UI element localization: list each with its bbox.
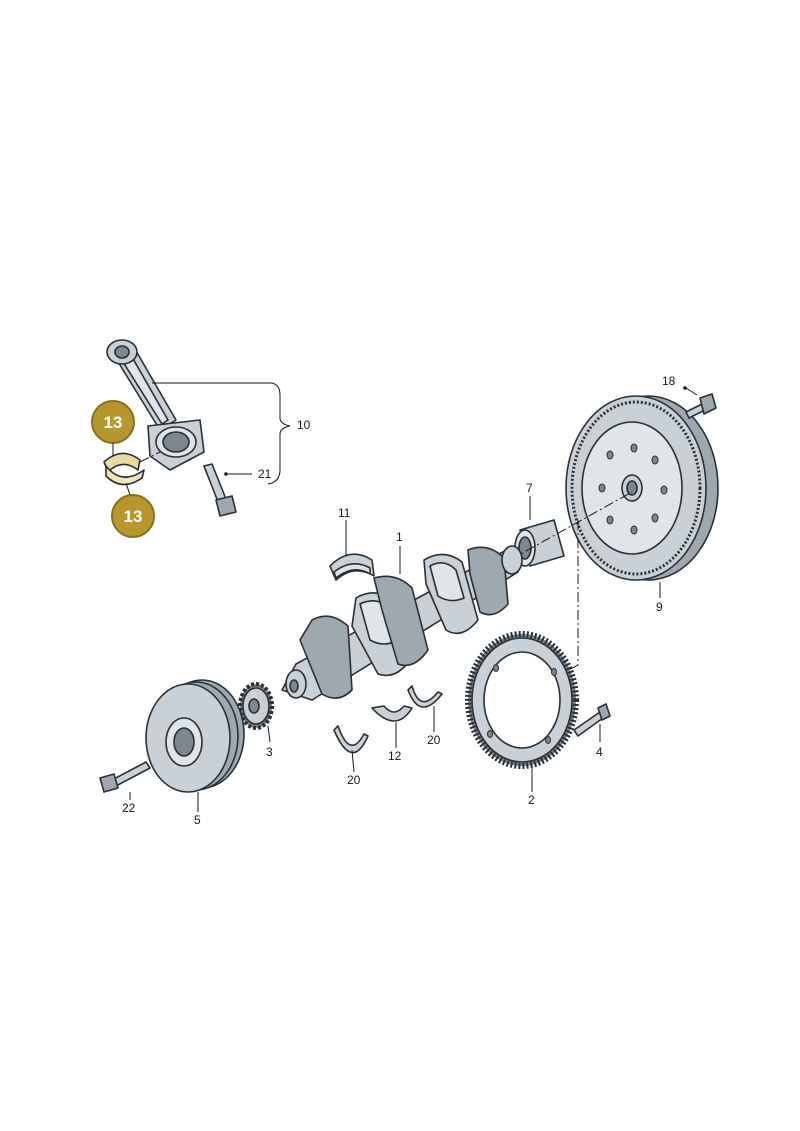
- rod-axis-line: [139, 451, 161, 463]
- callout-11: 11: [338, 506, 351, 520]
- callout-9: 9: [656, 600, 663, 614]
- connecting-rod-bolt[interactable]: [203, 463, 237, 517]
- callout-22: 22: [122, 801, 136, 815]
- crank-axis-line: [509, 491, 633, 561]
- leader-3: [267, 725, 271, 743]
- leader-13-bottom: [125, 482, 131, 496]
- callout-3: 3: [266, 745, 273, 759]
- callout-18: 18: [662, 374, 676, 388]
- dot-21: [224, 472, 228, 476]
- main-bearing-upper[interactable]: [329, 553, 375, 581]
- connecting-rod[interactable]: [106, 339, 205, 471]
- flywheel[interactable]: [565, 395, 719, 581]
- crank-pulley[interactable]: [145, 679, 245, 793]
- highlighted-bearing-shells[interactable]: [103, 452, 145, 486]
- callout-21: 21: [258, 467, 272, 481]
- pulley-bolt[interactable]: [99, 761, 151, 793]
- drive-plate-bolt[interactable]: [573, 703, 611, 737]
- callout-2: 2: [528, 793, 535, 807]
- badge-13-top[interactable]: 13: [91, 400, 135, 444]
- dot-18: [683, 386, 687, 390]
- callout-20a: 20: [347, 773, 361, 787]
- badge-13-bottom[interactable]: 13: [111, 494, 155, 538]
- leader-18: [685, 387, 698, 396]
- callout-20b: 20: [427, 733, 441, 747]
- flywheel-bolt[interactable]: [685, 393, 717, 419]
- callout-4: 4: [596, 745, 603, 759]
- callout-10: 10: [297, 418, 311, 432]
- leader-20a: [351, 749, 355, 773]
- badge-13-top-label: 13: [104, 413, 123, 432]
- drive-plate[interactable]: [465, 631, 579, 769]
- callout-5: 5: [194, 813, 201, 827]
- thrust-washer-right[interactable]: [407, 685, 443, 708]
- badge-13-bottom-label: 13: [124, 507, 143, 526]
- callout-12: 12: [388, 749, 402, 763]
- crankshaft[interactable]: [281, 545, 523, 701]
- callout-7: 7: [526, 481, 533, 495]
- timing-sprocket[interactable]: [238, 682, 274, 730]
- ring-axis-line: [555, 520, 579, 678]
- bracket-10: [152, 382, 291, 485]
- callout-1: 1: [396, 530, 403, 544]
- thrust-washer-left[interactable]: [333, 725, 369, 754]
- main-bearing-lower[interactable]: [371, 705, 413, 722]
